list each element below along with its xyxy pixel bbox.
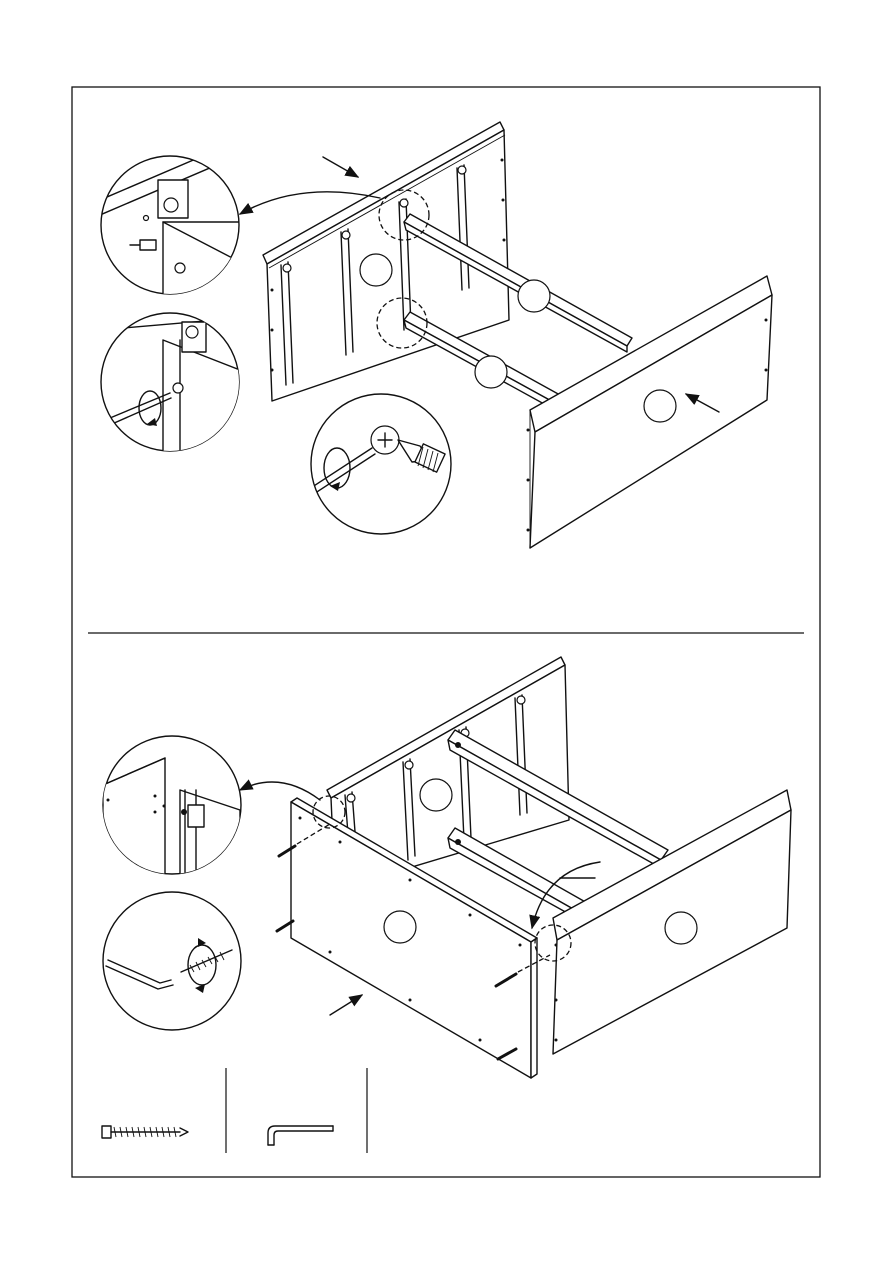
insert-arrow-front-step2 bbox=[330, 995, 362, 1015]
side-panel-step2 bbox=[553, 790, 791, 1054]
parts-legend bbox=[102, 1068, 367, 1153]
insert-arrow-back bbox=[323, 157, 358, 177]
allen-key-icon bbox=[268, 1126, 333, 1145]
detail-allen-key-turn bbox=[103, 892, 241, 1030]
step-2-illustration bbox=[240, 657, 791, 1078]
detail-panel-alignment bbox=[103, 736, 241, 880]
detail-screwdriver-turn bbox=[100, 313, 240, 460]
callout-arrow-step2 bbox=[240, 782, 320, 800]
screw-icon bbox=[102, 1126, 188, 1138]
detail-cam-bolt-insert bbox=[100, 140, 240, 310]
detail-cam-lock-tighten bbox=[300, 394, 451, 534]
